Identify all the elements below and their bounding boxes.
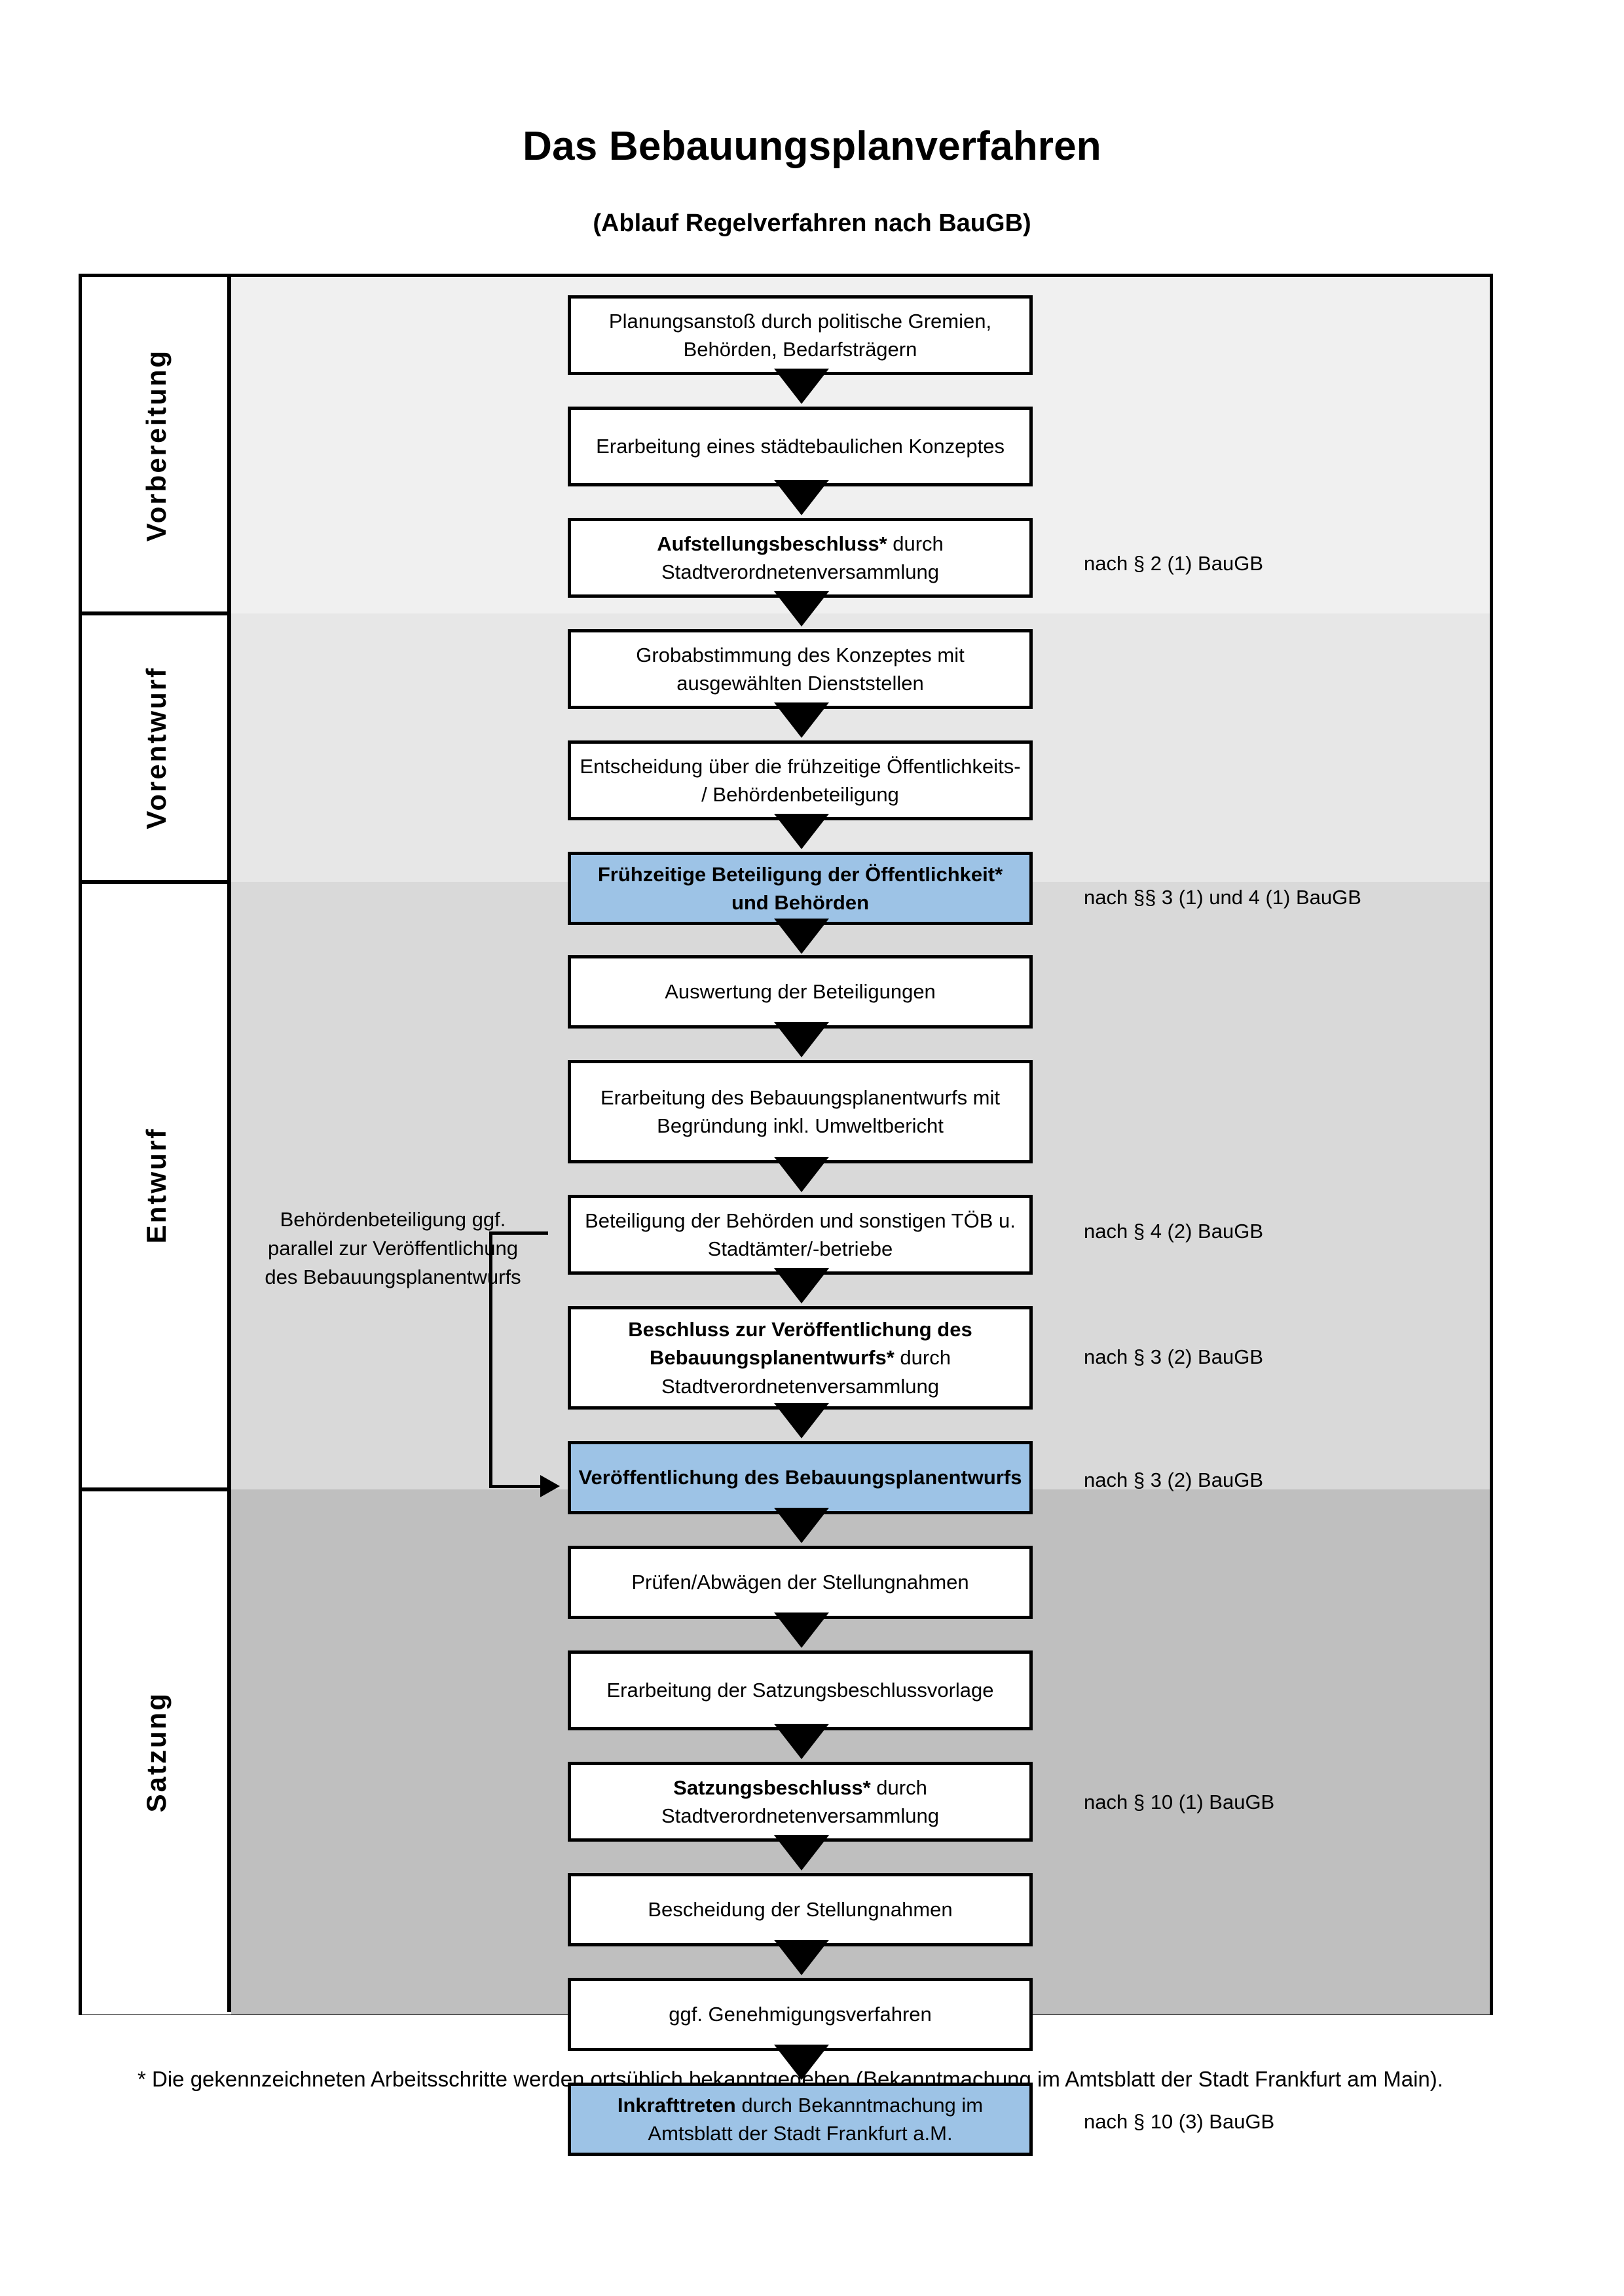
flow-arrow (774, 1268, 829, 1303)
diagram-frame: Vorbereitung Vorentwurf Entwurf Satzung … (79, 274, 1493, 2156)
step-text: Entscheidung über die frühzeitige Öffent… (580, 754, 1021, 806)
step-veroeffentlichung: Veröffentlichung des Bebauungsplanentwur… (568, 1441, 1033, 1514)
step-satzungsbeschluss: Satzungsbeschluss* durch Stadtverordnete… (568, 1762, 1033, 1842)
step-text: Frühzeitige Beteiligung der Öffentlichke… (597, 862, 1003, 914)
bracket-top-segment (489, 1231, 548, 1235)
step-inkrafttreten: Inkrafttreten durch Bekanntmachung im Am… (568, 2083, 1033, 2156)
flow-arrow (774, 1157, 829, 1192)
step-text: Erarbeitung eines städtebaulichen Konzep… (596, 435, 1005, 458)
step-behoerdenbeteiligung: Beteiligung der Behörden und sonstigen T… (568, 1195, 1033, 1275)
bracket-bottom-segment (489, 1485, 540, 1488)
legal-ref-veroeffentlichung: nach § 3 (2) BauGB (1084, 1468, 1263, 1491)
parallel-path-bracket (489, 1231, 568, 1497)
step-erarbeitung-entwurf: Erarbeitung des Bebauungsplanentwurfs mi… (568, 1060, 1033, 1163)
flow-arrow (774, 1022, 829, 1057)
phase-label-text: Entwurf (141, 1127, 172, 1244)
step-text: Veröffentlichung des Bebauungsplanentwur… (578, 1466, 1022, 1489)
step-beschluss-veroeffentlichung: Beschluss zur Veröffentlichung des Bebau… (568, 1306, 1033, 1410)
page-title: Das Bebauungsplanverfahren (523, 124, 1101, 169)
legal-ref-beschluss: nach § 3 (2) BauGB (1084, 1345, 1263, 1368)
step-satzungsbeschlussvorlage: Erarbeitung der Satzungsbeschlussvorlage (568, 1650, 1033, 1730)
step-text-bold: Beschluss zur Veröffentlichung des Bebau… (628, 1317, 972, 1370)
step-text: Inkrafttreten durch Bekanntmachung im Am… (578, 2091, 1023, 2148)
flow-arrow (774, 814, 829, 849)
step-entscheidung: Entscheidung über die frühzeitige Öffent… (568, 740, 1033, 820)
legal-ref-aufstellungsbeschluss: nach § 2 (1) BauGB (1084, 552, 1263, 575)
step-text: Prüfen/Abwägen der Stellungnahmen (631, 1571, 969, 1594)
step-pruefen-abwaegen: Prüfen/Abwägen der Stellungnahmen (568, 1546, 1033, 1619)
step-text: Bescheidung der Stellungnahmen (648, 1898, 953, 1922)
step-text-bold: Satzungsbeschluss* (673, 1776, 871, 1799)
phase-label-satzung: Satzung (82, 1489, 231, 2014)
phase-label-text: Satzung (141, 1691, 172, 1813)
page-subtitle: (Ablauf Regelverfahren nach BauGB) (593, 210, 1031, 237)
flow-arrow (774, 919, 829, 954)
step-text: Erarbeitung des Bebauungsplanentwurfs mi… (600, 1085, 1001, 1137)
phase-divider (82, 880, 231, 884)
flow-arrow (774, 480, 829, 515)
step-bescheidung: Bescheidung der Stellungnahmen (568, 1873, 1033, 1946)
step-text-rest: durch Stadtverordnetenversammlung (661, 1776, 939, 1827)
phase-label-text: Vorbereitung (141, 348, 172, 542)
flow-arrow (774, 1613, 829, 1648)
label-column-rule (227, 277, 231, 2012)
step-text-rest: durch Stadtverordnetenversammlung (661, 1346, 951, 1398)
bracket-arrow-icon (540, 1475, 560, 1497)
phase-divider (82, 611, 231, 615)
flow-arrow (774, 1403, 829, 1438)
step-text-bold: Aufstellungsbeschluss* (657, 532, 887, 555)
legal-ref-inkrafttreten: nach § 10 (3) BauGB (1084, 2110, 1275, 2133)
step-text: Satzungsbeschluss* durch Stadtverordnete… (578, 1774, 1023, 1831)
legal-ref-satzungsbeschluss: nach § 10 (1) BauGB (1084, 1791, 1275, 1813)
phase-divider (82, 1487, 231, 1491)
step-fruehzeitige-beteiligung: Frühzeitige Beteiligung der Öffentlichke… (568, 852, 1033, 925)
phase-label-vorentwurf: Vorentwurf (82, 613, 231, 882)
flow-arrow (774, 1724, 829, 1759)
flow-arrow (774, 2045, 829, 2080)
step-text: ggf. Genehmigungsverfahren (669, 2003, 932, 2026)
step-text: Erarbeitung der Satzungsbeschlussvorlage (606, 1679, 994, 1702)
step-genehmigungsverfahren: ggf. Genehmigungsverfahren (568, 1978, 1033, 2051)
legal-ref-fruehzeitige: nach §§ 3 (1) und 4 (1) BauGB (1084, 886, 1361, 909)
bracket-vertical-segment (489, 1231, 492, 1488)
flow-arrow (774, 1835, 829, 1870)
step-planungsanstoss: Planungsanstoß durch politische Gremien,… (568, 295, 1033, 375)
step-text-rest: durch Bekanntmachung im Amtsblatt der St… (648, 2093, 984, 2145)
phase-label-entwurf: Entwurf (82, 882, 231, 1489)
step-auswertung: Auswertung der Beteiligungen (568, 955, 1033, 1029)
step-text-bold: Inkrafttreten (617, 2093, 736, 2117)
step-konzept: Erarbeitung eines städtebaulichen Konzep… (568, 407, 1033, 486)
step-text: Beteiligung der Behörden und sonstigen T… (585, 1209, 1016, 1260)
side-note: Behördenbeteiligung ggf. parallel zur Ve… (265, 1208, 521, 1289)
step-text: Beschluss zur Veröffentlichung des Bebau… (578, 1315, 1023, 1400)
phase-label-text: Vorentwurf (141, 666, 172, 829)
flow-arrow (774, 702, 829, 738)
step-text: Planungsanstoß durch politische Gremien,… (608, 309, 992, 361)
legal-ref-behoerden: nach § 4 (2) BauGB (1084, 1220, 1263, 1243)
step-text: Aufstellungsbeschluss* durch Stadtverord… (578, 530, 1023, 587)
phase-label-vorbereitung: Vorbereitung (82, 277, 231, 613)
flow-arrow (774, 591, 829, 627)
step-grobabstimmung: Grobabstimmung des Konzeptes mit ausgewä… (568, 629, 1033, 709)
step-aufstellungsbeschluss: Aufstellungsbeschluss* durch Stadtverord… (568, 518, 1033, 598)
step-text: Grobabstimmung des Konzeptes mit ausgewä… (636, 643, 965, 695)
step-text: Auswertung der Beteiligungen (665, 980, 936, 1004)
flow-arrow (774, 1508, 829, 1543)
flow-arrow (774, 1940, 829, 1975)
step-text-rest: durch Stadtverordnetenversammlung (661, 532, 944, 583)
flow-arrow (774, 369, 829, 404)
